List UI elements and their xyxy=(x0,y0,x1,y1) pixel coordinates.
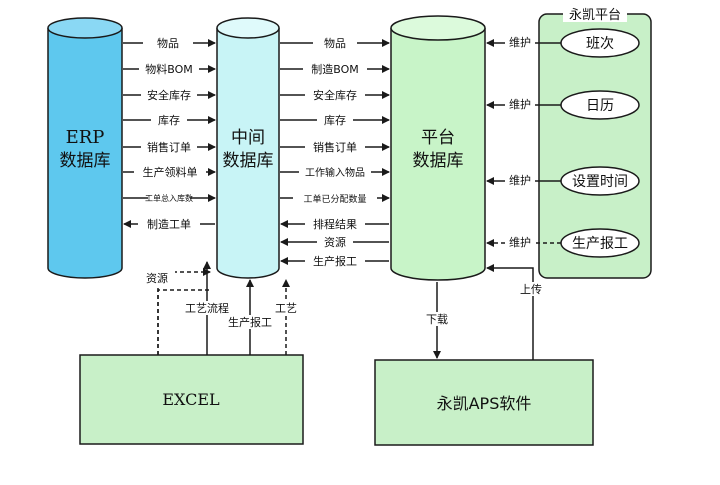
middle-label-line1: 中间 xyxy=(231,128,265,148)
platform-flow-label-5: 销售订单 xyxy=(313,140,357,154)
platform-return-label-2: 资源 xyxy=(324,235,346,249)
platform-return-label-1: 排程结果 xyxy=(313,217,357,231)
platform-flow-label-2: 制造BOM xyxy=(311,62,359,76)
excel-production-report-label: 生产报工 xyxy=(228,315,272,329)
excel-label: EXCEL xyxy=(162,390,220,409)
erp-flow-label-6: 生产领料单 xyxy=(143,165,198,179)
platform-flow-label-1: 物品 xyxy=(324,36,346,50)
maintain-label-2: 维护 xyxy=(509,97,531,111)
excel-resource-label: 资源 xyxy=(146,271,168,285)
node-calendar-label: 日历 xyxy=(586,98,614,114)
aps-label: 永凯APS软件 xyxy=(437,394,532,413)
maintain-label-3: 维护 xyxy=(509,173,531,187)
platform-return-label-3: 生产报工 xyxy=(313,254,357,268)
platform-group-title: 永凯平台 xyxy=(569,8,621,23)
erp-database-cylinder: ERP 数据库 xyxy=(47,17,123,279)
platform-flow-label-4: 库存 xyxy=(324,113,346,127)
platform-flow-label-7: 工单已分配数量 xyxy=(303,193,366,205)
node-production-report-label: 生产报工 xyxy=(572,236,628,252)
erp-flow-label-7: 工单总入库数 xyxy=(145,193,193,203)
excel-box: EXCEL xyxy=(79,354,304,445)
maintain-label-4: 维护 xyxy=(509,235,531,249)
erp-flow-label-3: 安全库存 xyxy=(147,88,191,102)
erp-flow-label-4: 库存 xyxy=(158,113,180,127)
aps-download-label: 下载 xyxy=(426,313,448,326)
middle-database-cylinder: 中间 数据库 xyxy=(216,17,280,279)
middle-label-line2: 数据库 xyxy=(223,151,274,171)
maintain-label-1: 维护 xyxy=(509,35,531,49)
middle-to-erp-label-1: 制造工单 xyxy=(147,217,191,231)
node-setup-time-label: 设置时间 xyxy=(572,174,628,190)
erp-label-line2: 数据库 xyxy=(60,151,111,171)
platform-group: 永凯平台 班次 日历 设置时间 生产报工 xyxy=(538,6,652,279)
aps-box: 永凯APS软件 xyxy=(374,359,594,446)
aps-upload-label: 上传 xyxy=(520,283,542,296)
excel-process-flow-label: 工艺流程 xyxy=(185,301,229,315)
node-shift-label: 班次 xyxy=(586,36,614,52)
excel-process-label: 工艺 xyxy=(275,302,297,315)
platform-flow-label-6: 工作输入物品 xyxy=(305,166,365,179)
erp-label-line1: ERP xyxy=(66,127,105,148)
erp-flow-label-2: 物料BOM xyxy=(145,62,193,76)
platform-label-line1: 平台 xyxy=(421,128,455,148)
erp-flow-label-5: 销售订单 xyxy=(147,140,191,154)
platform-flow-label-3: 安全库存 xyxy=(313,88,357,102)
erp-flow-label-1: 物品 xyxy=(157,36,179,50)
platform-label-line2: 数据库 xyxy=(413,151,464,171)
platform-database-cylinder: 平台 数据库 xyxy=(390,15,486,281)
